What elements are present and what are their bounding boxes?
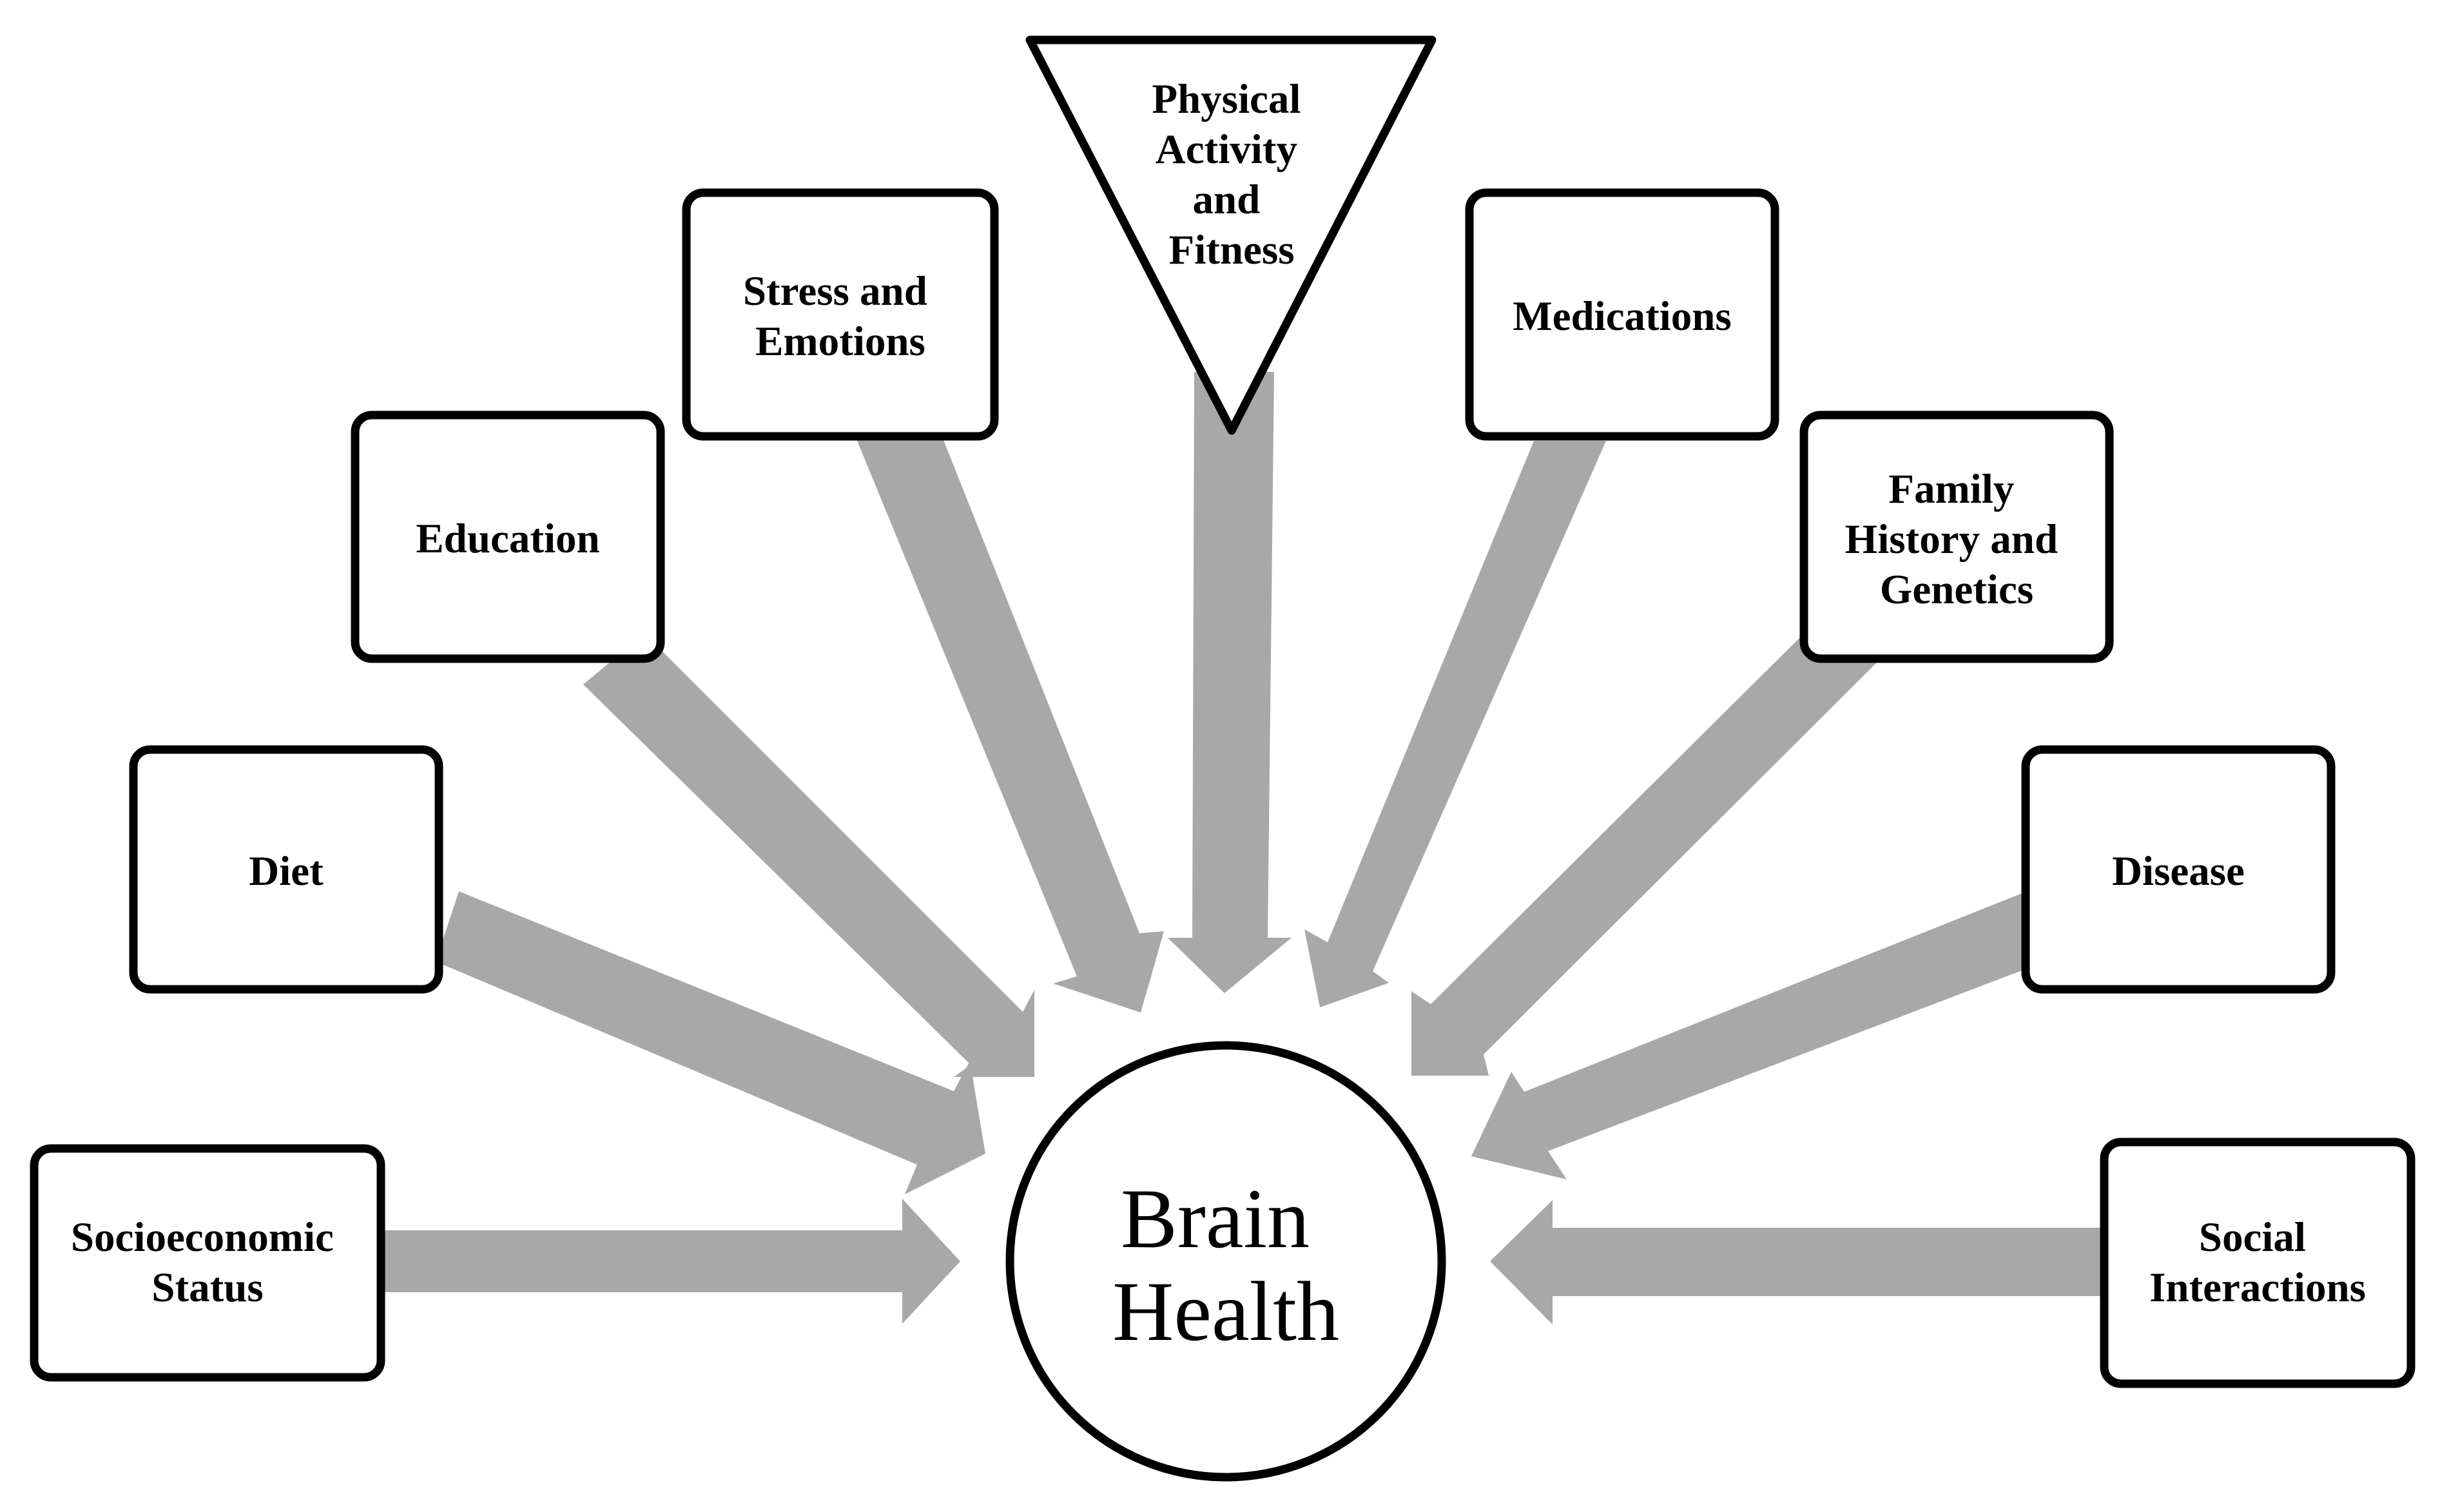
arrow-physical-activity: [1168, 372, 1292, 993]
brain-health-circle: [1005, 1041, 1446, 1482]
factor-shapes: [30, 35, 2416, 1388]
arrow-family-history: [1411, 636, 1877, 1076]
label-education: Education: [416, 516, 599, 562]
arrow-education: [583, 634, 1034, 1077]
label-family-history: Family History and Genetics: [1845, 466, 2069, 613]
factor-box-medications: [1465, 188, 1779, 441]
label-disease: Disease: [2112, 848, 2245, 895]
factor-box-diet: [129, 745, 443, 994]
arrow-stress-and-emotions: [855, 406, 1164, 1013]
arrow-socioeconomic-status: [380, 1199, 960, 1324]
label-medications: Medications: [1513, 293, 1731, 340]
label-social-interactions: Social Interactions: [2149, 1214, 2366, 1311]
label-diet: Diet: [249, 848, 324, 895]
arrow-diet: [436, 891, 985, 1194]
factor-box-social-interactions: [2100, 1138, 2416, 1388]
label-stress-and-emotions: Stress and Emotions: [743, 268, 938, 365]
label-physical-activity: Physical Activity and Fitness: [1152, 76, 1311, 273]
arrow-layer: [380, 372, 2114, 1324]
factor-box-disease: [2021, 745, 2336, 994]
factor-box-education: [351, 411, 665, 663]
factor-triangle-physical-activity: [1025, 35, 1437, 435]
arrow-social-interactions: [1490, 1200, 2114, 1324]
brain-health-label: Brain Health: [1112, 1171, 1339, 1359]
label-layer: Socioeconomic Status Diet Education Stre…: [71, 76, 2366, 1359]
arrow-disease: [1471, 893, 2047, 1179]
factor-box-stress-and-emotions: [682, 188, 999, 441]
arrow-medications: [1304, 441, 1606, 1007]
label-socioeconomic-status: Socioeconomic Status: [71, 1214, 344, 1311]
factor-box-family-history: [1799, 411, 2114, 663]
factor-box-socioeconomic-status: [30, 1144, 385, 1382]
